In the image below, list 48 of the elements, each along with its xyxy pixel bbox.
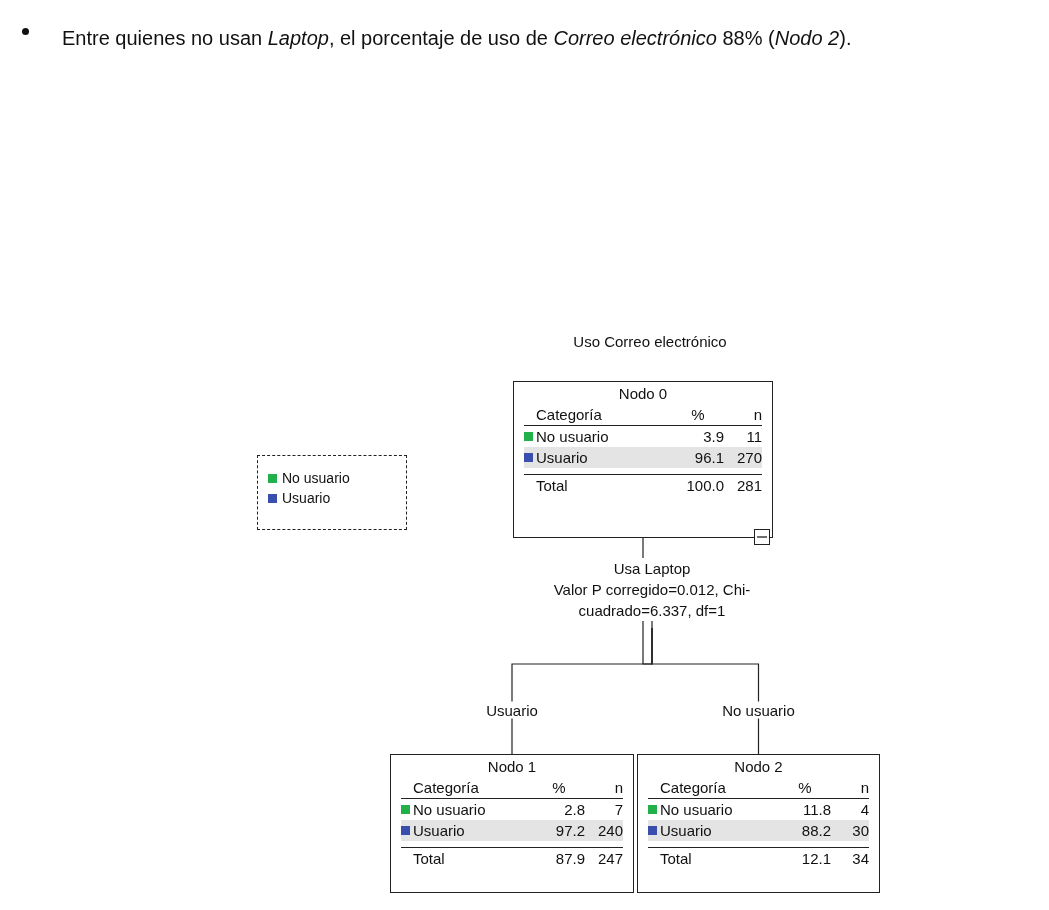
value-text: 12.1 xyxy=(800,849,831,869)
value-text: 97.2 xyxy=(554,821,585,841)
value-text: 3.9 xyxy=(702,427,724,447)
value-text: 4 xyxy=(859,800,869,820)
category-label: Usuario xyxy=(536,448,589,468)
category-label: Usuario xyxy=(660,821,713,841)
split-variable: Usa Laptop xyxy=(612,559,692,579)
value-text: 87.9 xyxy=(554,849,585,869)
column-header: Categoría xyxy=(413,778,480,798)
category-label: Total xyxy=(536,476,569,496)
value-text: 30 xyxy=(851,821,869,841)
value-text: 247 xyxy=(596,849,623,869)
category-label: No usuario xyxy=(660,800,734,820)
category-label: Total xyxy=(660,849,693,869)
split-statistics: Valor P corregido=0.012, Chi-cuadrado=6.337, df=1 xyxy=(552,580,752,621)
column-header: Categoría xyxy=(660,778,727,798)
column-header: Categoría xyxy=(536,405,603,425)
column-header: n xyxy=(859,778,869,798)
column-header: % xyxy=(551,778,567,798)
legend-label: No usuario xyxy=(282,469,350,488)
category-label: Total xyxy=(413,849,446,869)
category-label: No usuario xyxy=(413,800,487,820)
value-text: 7 xyxy=(613,800,623,820)
connector-line xyxy=(651,627,760,755)
value-text: 11 xyxy=(745,427,762,447)
value-text: 240 xyxy=(596,821,623,841)
node-title: Nodo 0 xyxy=(617,385,669,402)
value-text: 281 xyxy=(735,476,762,496)
node-title: Nodo 2 xyxy=(733,758,784,775)
tree-node-box xyxy=(390,754,634,893)
value-text: 88.2 xyxy=(800,821,831,841)
column-header: n xyxy=(752,405,762,425)
tree-title: Uso Correo electrónico xyxy=(572,333,728,350)
column-header: % xyxy=(797,778,813,798)
bullet-text: Entre quienes no usan Laptop, el porcentaje de uso de Correo electrónico 88% (Nodo 2). xyxy=(62,26,853,51)
value-text: 2.8 xyxy=(563,800,585,820)
column-header: n xyxy=(613,778,623,798)
category-label: No usuario xyxy=(536,427,610,447)
value-text: 96.1 xyxy=(693,448,724,468)
value-text: 270 xyxy=(735,448,762,468)
value-text: 11.8 xyxy=(801,800,831,820)
legend-label: Usuario xyxy=(282,489,331,508)
tree-node-box xyxy=(637,754,880,893)
value-text: 100.0 xyxy=(685,476,724,496)
column-header: % xyxy=(690,405,706,425)
value-text: 34 xyxy=(851,849,869,869)
node-title: Nodo 1 xyxy=(486,758,538,775)
category-label: Usuario xyxy=(413,821,466,841)
